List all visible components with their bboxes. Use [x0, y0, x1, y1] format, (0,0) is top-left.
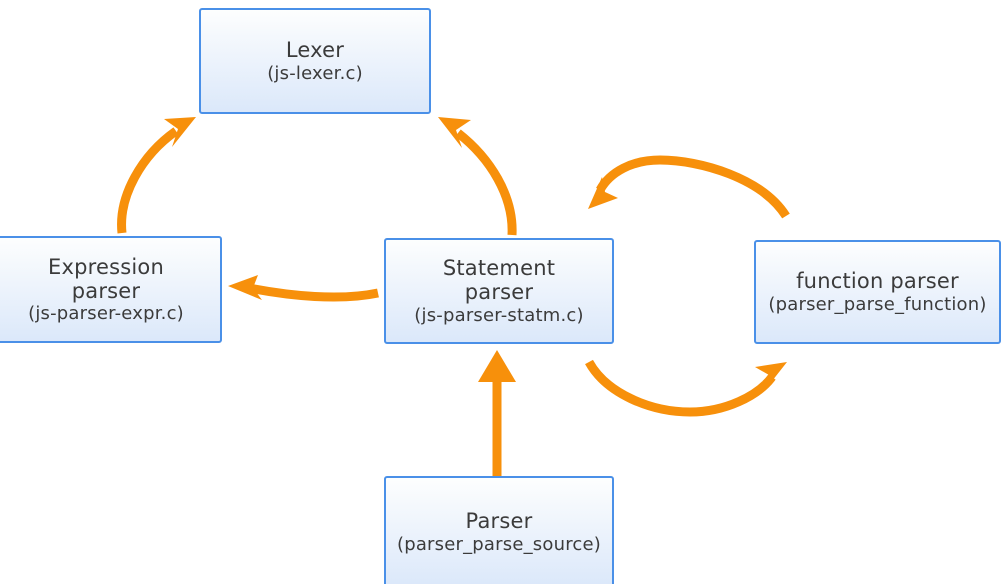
node-expression-parser-title-line2: parser [71, 278, 141, 303]
node-parser[interactable]: Parser (parser_parse_source) [384, 476, 614, 584]
node-lexer-subtitle: (js-lexer.c) [267, 62, 363, 84]
edge-parser-to-statement [478, 350, 516, 476]
node-expression-parser-subtitle: (js-parser-expr.c) [28, 303, 184, 325]
edge-expression-to-lexer [117, 117, 196, 234]
edge-statement-to-function [585, 359, 787, 417]
node-expression-parser-title-line1: Expression [48, 254, 164, 279]
edge-statement-to-expression [228, 275, 379, 302]
node-statement-parser-subtitle: (js-parser-statm.c) [414, 304, 584, 326]
node-function-parser-subtitle: (parser_parse_function) [768, 293, 987, 315]
node-expression-parser[interactable]: Expression parser (js-parser-expr.c) [0, 236, 222, 343]
node-function-parser[interactable]: function parser (parser_parse_function) [754, 240, 1001, 344]
edge-statement-to-lexer [438, 117, 517, 236]
node-lexer-title: Lexer [285, 38, 345, 62]
node-statement-parser-title-line1: Statement [442, 256, 556, 281]
node-parser-subtitle: (parser_parse_source) [396, 533, 602, 555]
node-parser-title: Parser [465, 509, 533, 533]
node-function-parser-title: function parser [796, 269, 959, 293]
node-lexer[interactable]: Lexer (js-lexer.c) [199, 8, 431, 114]
node-statement-parser[interactable]: Statement parser (js-parser-statm.c) [384, 238, 614, 344]
edge-function-to-statement [588, 155, 790, 219]
node-statement-parser-title-line2: parser [464, 280, 534, 305]
